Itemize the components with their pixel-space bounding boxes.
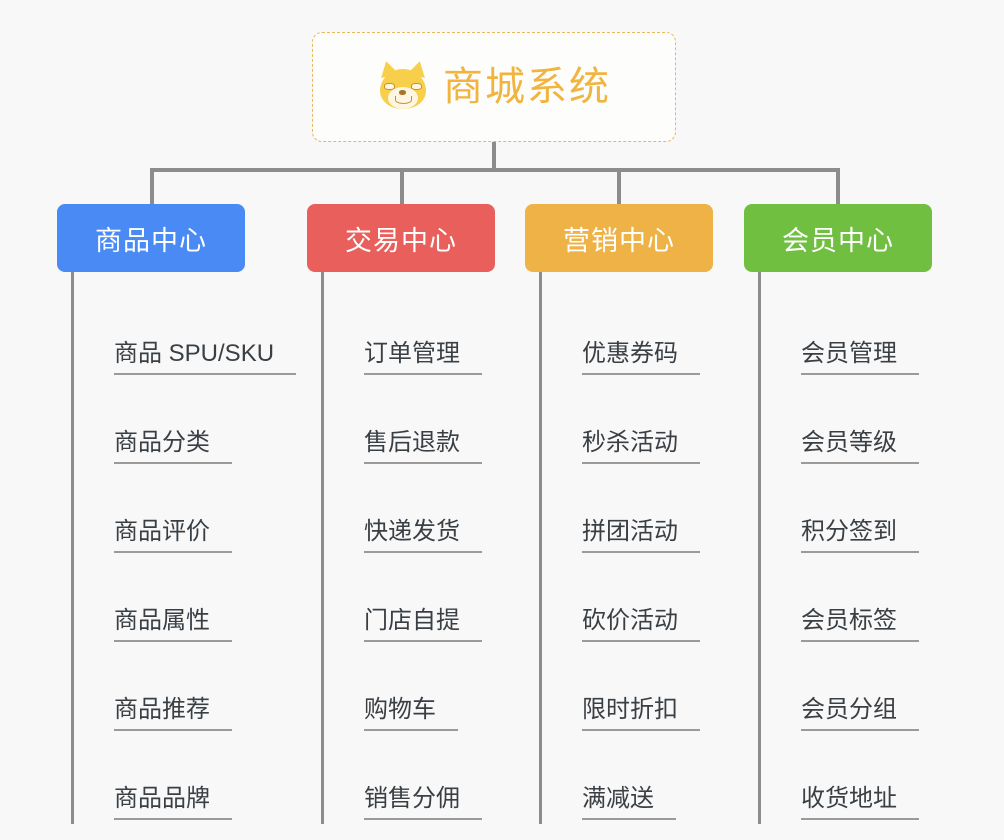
list-item[interactable]: 快递发货 <box>324 468 527 557</box>
list-item-label: 销售分佣 <box>364 785 482 820</box>
item-list-member: 会员管理 会员等级 积分签到 会员标签 会员分组 收货地址 <box>758 290 964 824</box>
list-item-label: 快递发货 <box>364 518 482 553</box>
category-label: 商品中心 <box>95 225 207 256</box>
connector-drop-2 <box>400 168 404 204</box>
list-item[interactable]: 砍价活动 <box>542 557 745 646</box>
list-item-label: 优惠券码 <box>582 340 700 375</box>
connector-drop-3 <box>617 168 621 204</box>
list-item[interactable]: 优惠券码 <box>542 290 745 379</box>
list-item[interactable]: 售后退款 <box>324 379 527 468</box>
item-list-product: 商品 SPU/SKU 商品分类 商品评价 商品属性 商品推荐 商品品牌 <box>71 290 307 824</box>
list-item[interactable]: 满减送 <box>542 735 745 824</box>
list-item[interactable]: 会员等级 <box>761 379 964 468</box>
list-item-label: 收货地址 <box>801 785 919 820</box>
list-item[interactable]: 会员标签 <box>761 557 964 646</box>
list-item[interactable]: 商品分类 <box>74 379 307 468</box>
list-item-label: 砍价活动 <box>582 607 700 642</box>
category-header-member[interactable]: 会员中心 <box>744 204 932 272</box>
connector-spine-top-4 <box>758 272 761 292</box>
shiba-dog-emoji-icon <box>377 59 429 113</box>
category-header-marketing[interactable]: 营销中心 <box>525 204 713 272</box>
list-item[interactable]: 销售分佣 <box>324 735 527 824</box>
list-item-label: 秒杀活动 <box>582 429 700 464</box>
list-item-label: 商品评价 <box>114 518 232 553</box>
category-column-trade: 交易中心 订单管理 售后退款 快递发货 门店自提 购物车 销售分佣 <box>307 204 527 824</box>
list-item[interactable]: 商品评价 <box>74 468 307 557</box>
list-item-label: 商品分类 <box>114 429 232 464</box>
item-list-trade: 订单管理 售后退款 快递发货 门店自提 购物车 销售分佣 <box>321 290 527 824</box>
category-column-member: 会员中心 会员管理 会员等级 积分签到 会员标签 会员分组 收货地址 <box>744 204 964 824</box>
list-item-label: 会员管理 <box>801 340 919 375</box>
list-item[interactable]: 订单管理 <box>324 290 527 379</box>
list-item-label: 商品属性 <box>114 607 232 642</box>
list-item-label: 积分签到 <box>801 518 919 553</box>
category-label: 营销中心 <box>563 225 675 256</box>
category-column-marketing: 营销中心 优惠券码 秒杀活动 拼团活动 砍价活动 限时折扣 满减送 <box>525 204 745 824</box>
list-item-label: 限时折扣 <box>582 696 700 731</box>
list-item[interactable]: 门店自提 <box>324 557 527 646</box>
list-item[interactable]: 拼团活动 <box>542 468 745 557</box>
connector-spine-top-3 <box>539 272 542 292</box>
list-item-label: 拼团活动 <box>582 518 700 553</box>
list-item-label: 会员标签 <box>801 607 919 642</box>
list-item[interactable]: 秒杀活动 <box>542 379 745 468</box>
list-item[interactable]: 商品属性 <box>74 557 307 646</box>
list-item[interactable]: 会员管理 <box>761 290 964 379</box>
list-item[interactable]: 会员分组 <box>761 646 964 735</box>
list-item-label: 售后退款 <box>364 429 482 464</box>
list-item-label: 会员分组 <box>801 696 919 731</box>
root-node[interactable]: 商城系统 <box>312 32 676 142</box>
list-item-label: 满减送 <box>582 785 676 820</box>
category-header-product[interactable]: 商品中心 <box>57 204 245 272</box>
list-item[interactable]: 商品 SPU/SKU <box>74 290 307 379</box>
list-item[interactable]: 收货地址 <box>761 735 964 824</box>
root-title: 商城系统 <box>443 65 611 109</box>
category-label: 会员中心 <box>782 225 894 256</box>
connector-spine-top-1 <box>71 272 74 292</box>
list-item-label: 门店自提 <box>364 607 482 642</box>
connector-root-stem <box>492 142 496 170</box>
list-item[interactable]: 限时折扣 <box>542 646 745 735</box>
category-column-product: 商品中心 商品 SPU/SKU 商品分类 商品评价 商品属性 商品推荐 商品品牌 <box>57 204 307 824</box>
list-item-label: 会员等级 <box>801 429 919 464</box>
list-item-label: 商品 SPU/SKU <box>114 340 297 375</box>
item-list-marketing: 优惠券码 秒杀活动 拼团活动 砍价活动 限时折扣 满减送 <box>539 290 745 824</box>
connector-drop-1 <box>150 168 154 204</box>
list-item-label: 购物车 <box>364 696 458 731</box>
list-item[interactable]: 购物车 <box>324 646 527 735</box>
list-item[interactable]: 积分签到 <box>761 468 964 557</box>
list-item-label: 订单管理 <box>364 340 482 375</box>
list-item-label: 商品品牌 <box>114 785 232 820</box>
list-item[interactable]: 商品品牌 <box>74 735 307 824</box>
connector-spine-top-2 <box>321 272 324 292</box>
category-header-trade[interactable]: 交易中心 <box>307 204 495 272</box>
list-item-label: 商品推荐 <box>114 696 232 731</box>
connector-horizontal-bar <box>150 168 840 172</box>
category-label: 交易中心 <box>345 225 457 256</box>
connector-drop-4 <box>836 168 840 204</box>
list-item[interactable]: 商品推荐 <box>74 646 307 735</box>
